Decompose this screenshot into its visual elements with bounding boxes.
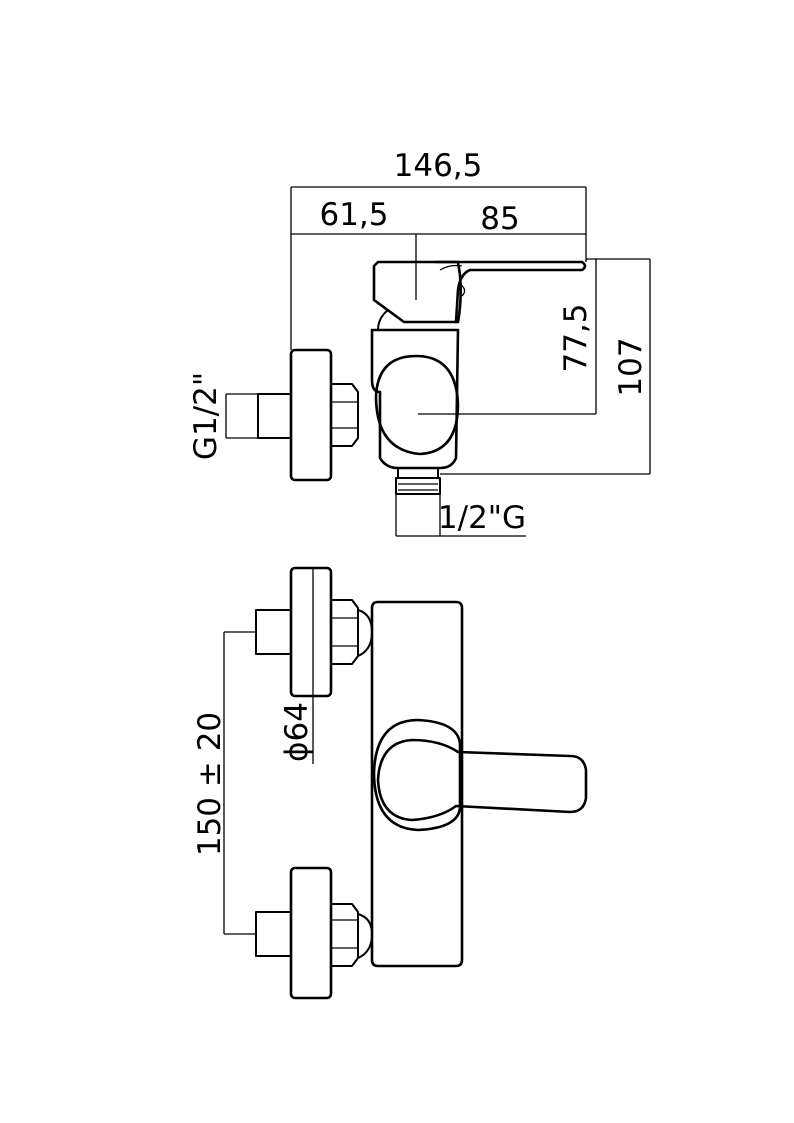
lower-rosette bbox=[289, 866, 333, 1000]
dim-total-height-label: 107 bbox=[613, 337, 649, 396]
rosette-diameter-label: ϕ64 bbox=[279, 702, 315, 762]
outlet-nipple bbox=[395, 467, 441, 495]
dim-center-distance: 150 ± 20 bbox=[192, 632, 228, 934]
upper-inlet bbox=[255, 609, 292, 655]
front-view: ϕ64 150 ± 20 bbox=[192, 566, 588, 1000]
dim-right-width-label: 85 bbox=[480, 201, 519, 237]
upper-rosette bbox=[289, 566, 333, 698]
lower-inlet bbox=[255, 911, 292, 957]
cartridge bbox=[374, 354, 460, 456]
center-distance-label: 150 ± 20 bbox=[192, 712, 228, 856]
upper-nut bbox=[330, 599, 359, 665]
dim-handle-height-label: 77,5 bbox=[558, 303, 594, 372]
inlet-thread-label: G1/2" bbox=[188, 372, 224, 460]
side-view: 146,5 61,5 85 bbox=[188, 148, 651, 537]
outlet-thread-label: 1/2"G bbox=[438, 500, 526, 536]
dim-split-width: 61,5 85 bbox=[291, 197, 586, 300]
dim-outlet-thread: 1/2"G bbox=[395, 494, 526, 537]
dim-left-width-label: 61,5 bbox=[319, 197, 388, 233]
hex-nut bbox=[330, 383, 359, 447]
front-lever bbox=[376, 738, 588, 822]
dim-total-width-label: 146,5 bbox=[394, 148, 483, 184]
lever-housing bbox=[372, 260, 462, 324]
wall-rosette bbox=[289, 348, 333, 482]
lever-blade bbox=[434, 260, 587, 324]
front-escutcheon bbox=[372, 718, 462, 832]
mixer-body bbox=[370, 328, 460, 470]
lower-nut bbox=[330, 903, 359, 967]
front-body bbox=[370, 600, 464, 968]
inlet-pipe bbox=[225, 393, 292, 439]
dim-total-width: 146,5 bbox=[290, 148, 587, 350]
dim-heights: 77,5 107 bbox=[418, 258, 651, 475]
